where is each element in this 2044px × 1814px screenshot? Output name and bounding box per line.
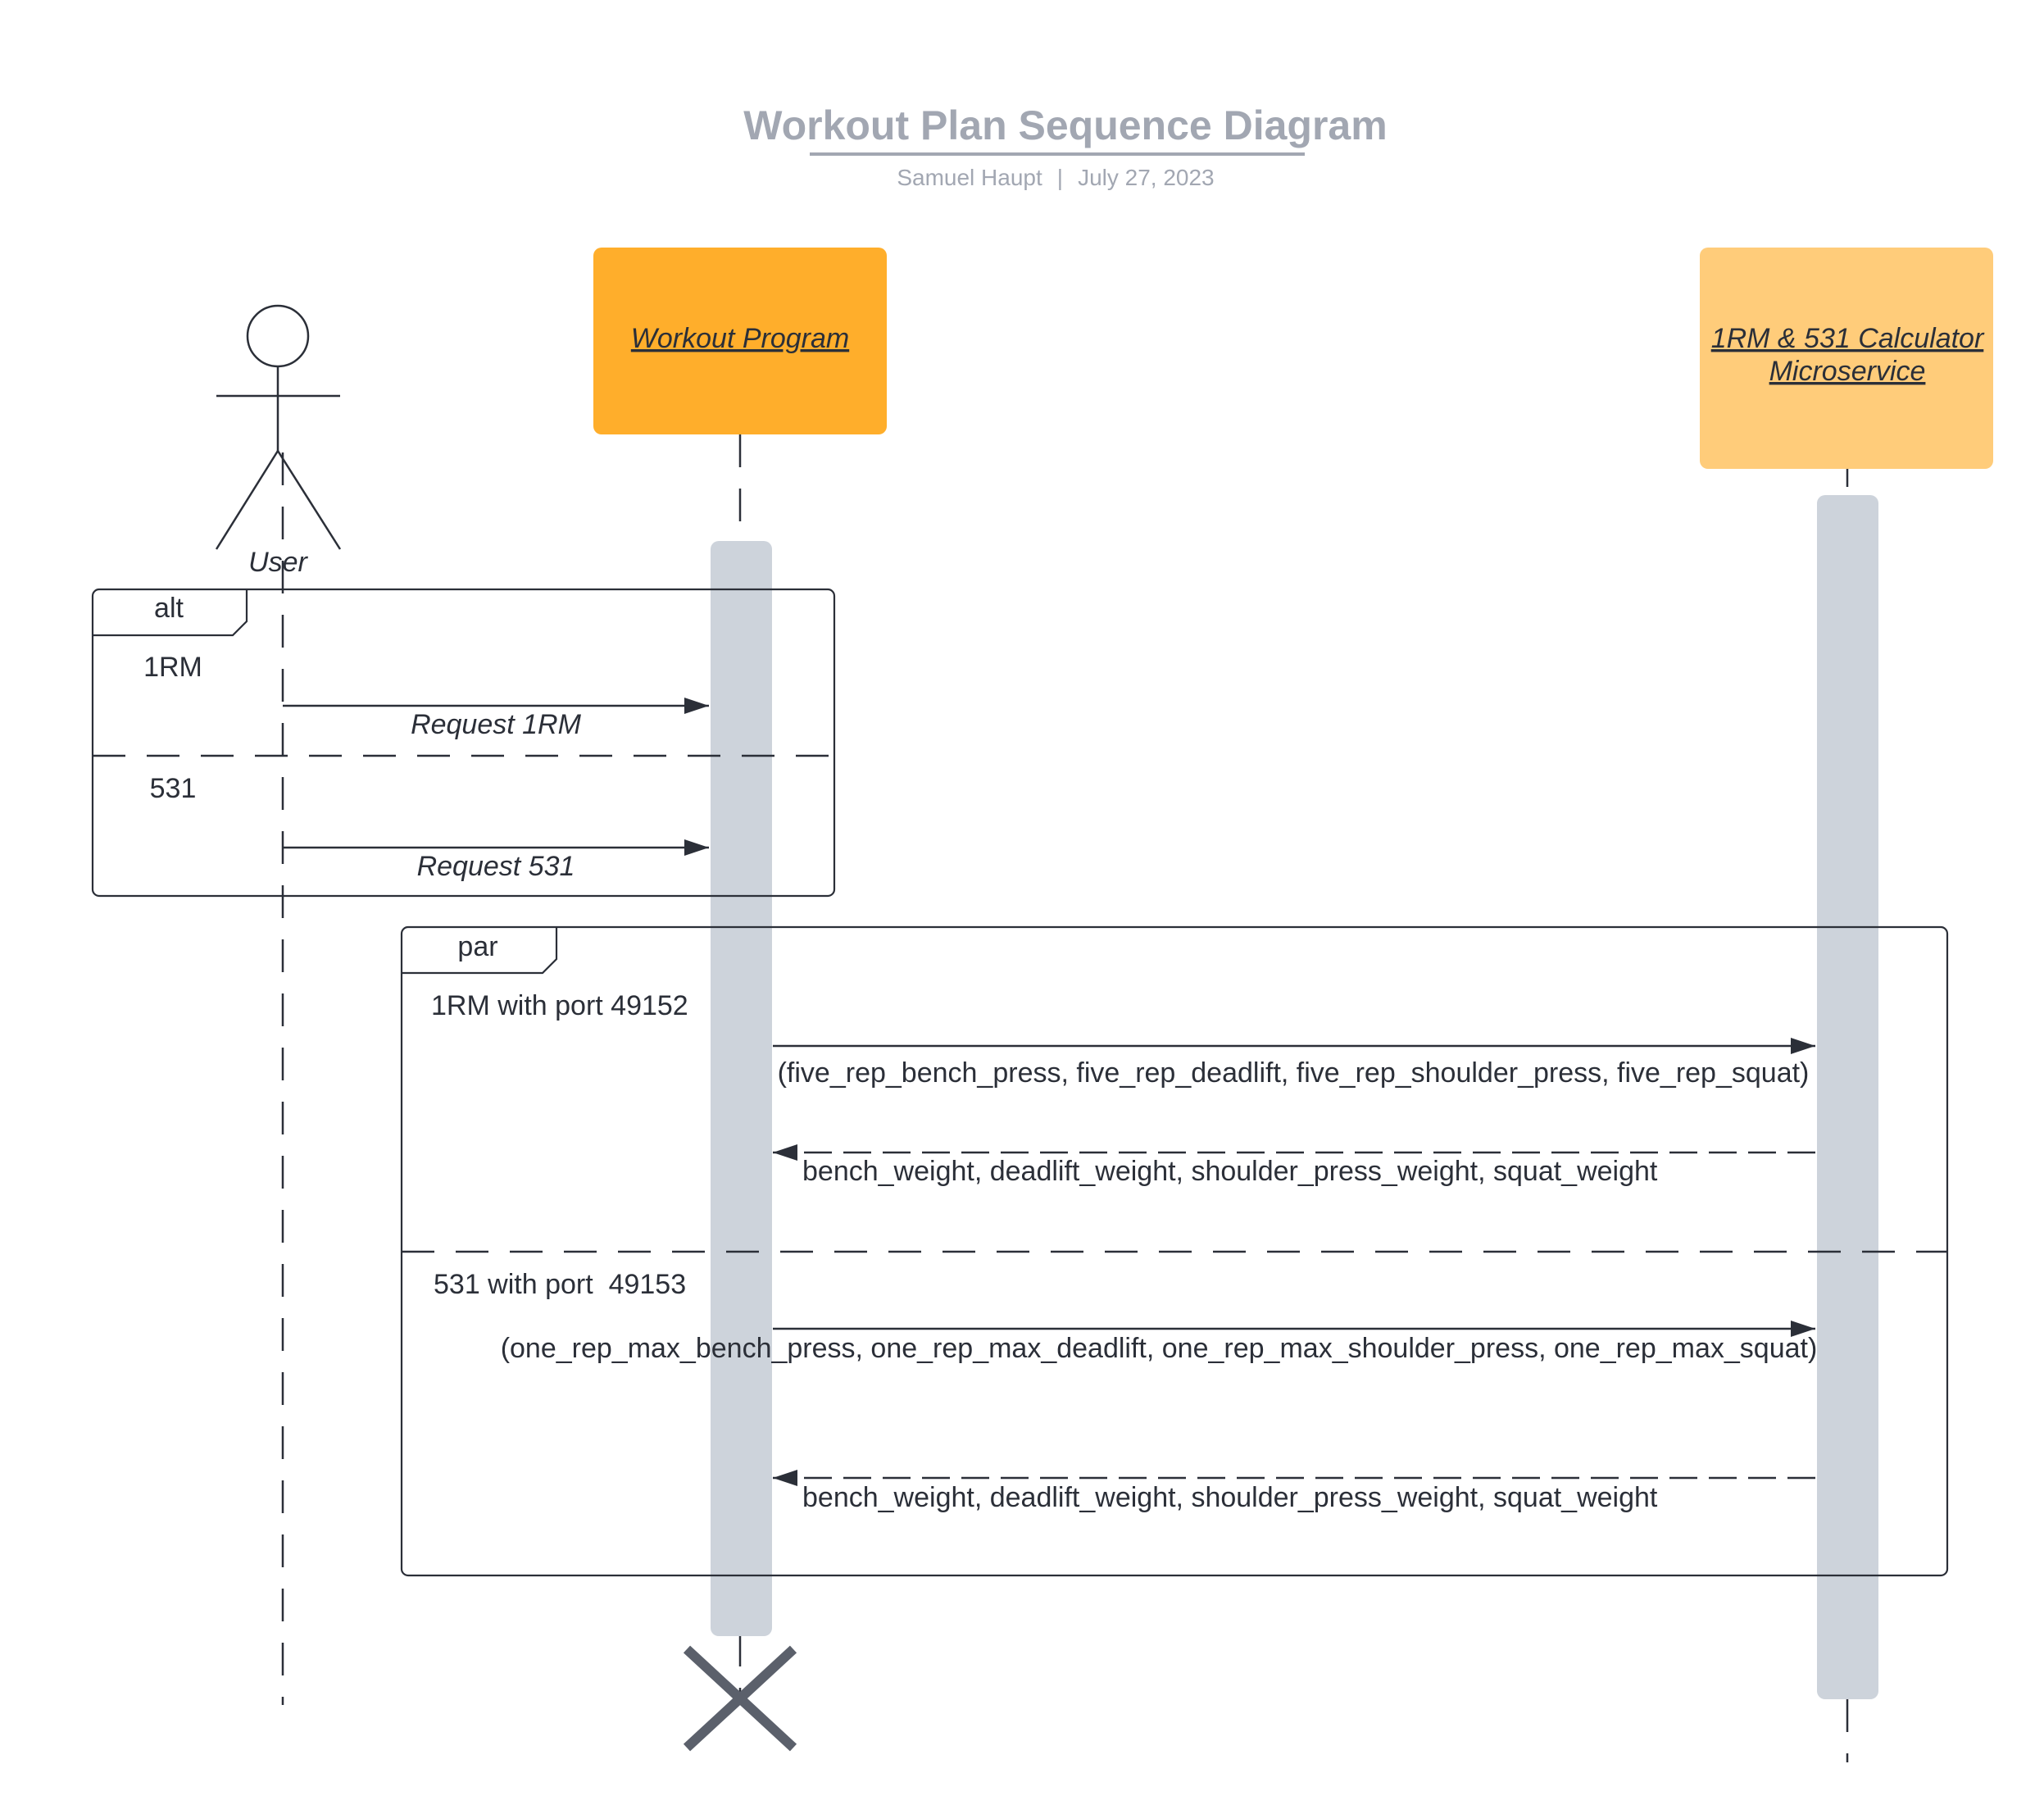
destroy-icon — [683, 1645, 797, 1752]
calculator-label-line2: Microservice — [1769, 356, 1926, 387]
alt-fragment: alt 1RM Request 1RM 531 Request 531 — [91, 588, 836, 898]
workout-program-activation — [711, 541, 772, 1636]
par-1rm-response-label: bench_weight, deadlift_weight, shoulder_… — [802, 1156, 1658, 1187]
calculator-activation — [1817, 495, 1878, 1699]
par-1rm-request-label: (five_rep_bench_press, five_rep_deadlift… — [778, 1057, 1810, 1089]
author: Samuel Haupt — [897, 165, 1042, 190]
calculator-box — [1700, 248, 1993, 469]
par-guard-1rm: 1RM with port 49152 — [431, 990, 688, 1021]
alt-guard-1rm: 1RM — [143, 652, 202, 683]
subtitle-separator: | — [1057, 165, 1063, 190]
date: July 27, 2023 — [1078, 165, 1215, 190]
workout-program-label: Workout Program — [631, 323, 849, 354]
par-531-response-label: bench_weight, deadlift_weight, shoulder_… — [802, 1482, 1658, 1513]
workout-program-box — [593, 248, 887, 434]
alt-guard-531: 531 — [150, 773, 197, 804]
calculator-label-line1: 1RM & 531 Calculator — [1711, 323, 1985, 354]
par-531-request-label: (one_rep_max_bench_press, one_rep_max_de… — [501, 1333, 1818, 1364]
request-1rm-label: Request 1RM — [411, 709, 582, 740]
user-label: User — [248, 547, 308, 578]
par-operator: par — [457, 931, 497, 962]
par-fragment: par 1RM with port 49152 (five_rep_bench_… — [400, 925, 1949, 1577]
diagram-subtitle: Samuel Haupt | July 27, 2023 — [897, 165, 1214, 190]
request-531-label: Request 531 — [417, 851, 575, 882]
user-actor-icon — [215, 304, 342, 550]
par-guard-531: 531 with port 49153 — [434, 1269, 686, 1300]
alt-operator: alt — [154, 593, 184, 624]
diagram-title: Workout Plan Sequence Diagram — [743, 102, 1387, 148]
